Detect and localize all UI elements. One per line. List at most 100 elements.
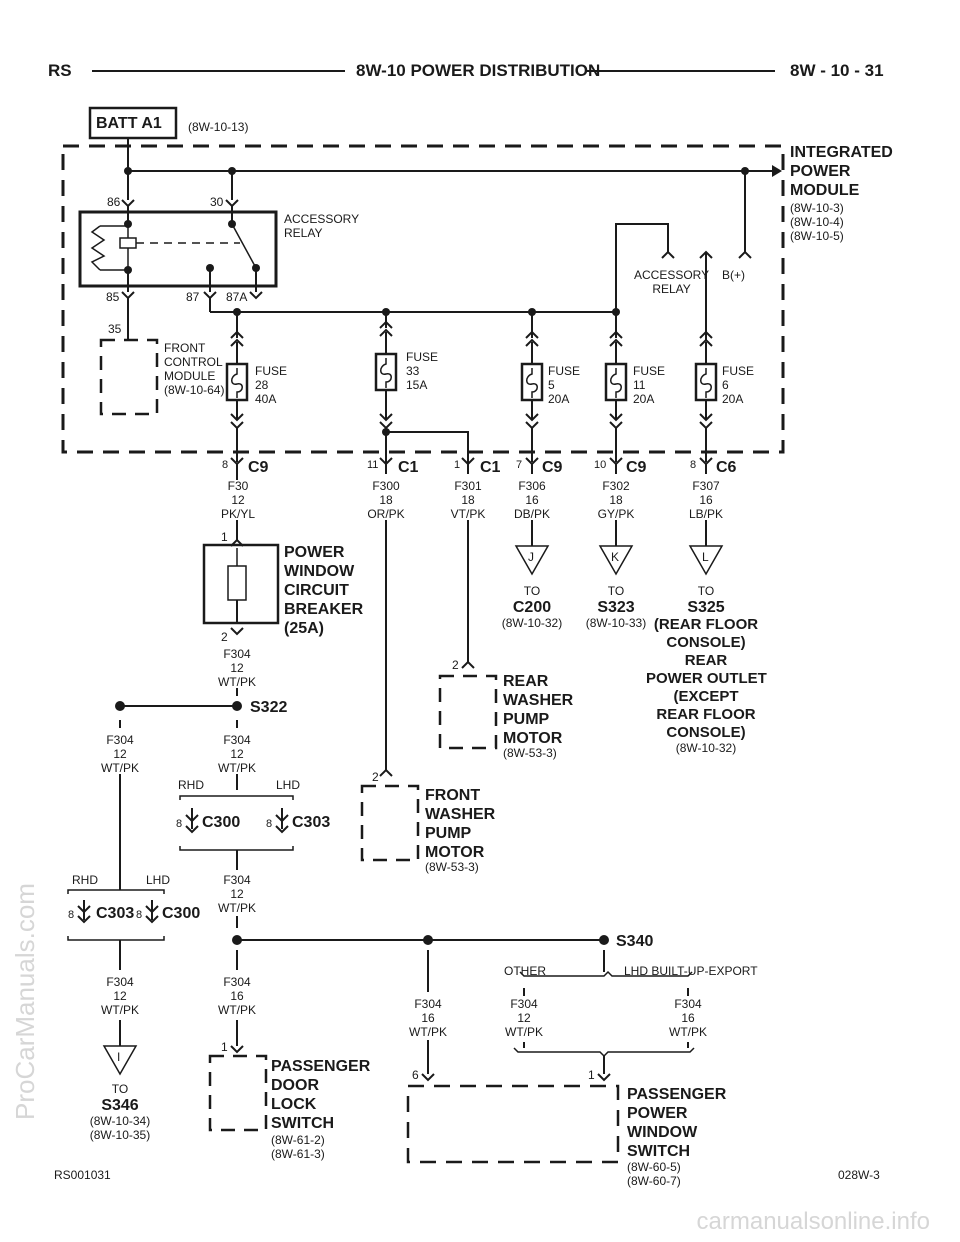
connector-chevron bbox=[609, 421, 623, 430]
connector-chevron bbox=[525, 330, 539, 339]
splice-dot bbox=[115, 701, 125, 711]
connector-c300: C300 bbox=[162, 905, 201, 922]
destination-s325: S325 bbox=[687, 599, 725, 616]
connector-chevron bbox=[230, 627, 244, 636]
page-title: 8W-10 POWER DISTRIBUTION bbox=[356, 61, 601, 80]
relay-feed-label: ACCESSORY RELAY bbox=[634, 268, 710, 296]
relay-pin-87: 87 bbox=[186, 290, 200, 304]
fuse-28-label: FUSE 28 40A bbox=[255, 364, 288, 406]
connector-name: C1 bbox=[398, 459, 419, 476]
option-bracket bbox=[179, 846, 294, 851]
connector-chevron bbox=[699, 413, 713, 422]
batt-box bbox=[88, 106, 178, 140]
connector-pin: 8 bbox=[222, 459, 229, 471]
fuse-element bbox=[526, 368, 538, 398]
wire-f301: F301 18 VT/PK bbox=[450, 479, 486, 521]
connector-chevron bbox=[77, 905, 91, 914]
connector-pin: 7 bbox=[516, 459, 523, 471]
ipm-title: INTEGRATED POWER MODULE bbox=[790, 144, 893, 199]
connector-name: C9 bbox=[626, 459, 647, 476]
destination-triangle bbox=[598, 545, 634, 576]
fuse-6-label: FUSE 6 20A bbox=[722, 364, 755, 406]
connector-name: C9 bbox=[542, 459, 563, 476]
wire-f304-left: F304 12 WT/PK bbox=[101, 733, 139, 775]
connector-chevron bbox=[230, 421, 244, 430]
figure-ref: 028W-3 bbox=[838, 1168, 880, 1182]
wire bbox=[386, 431, 469, 468]
option-rhd: RHD bbox=[72, 873, 98, 887]
destination-s325-ref: (8W-10-32) bbox=[675, 741, 737, 755]
option-lhd-export: LHD BUILT-UP-EXPORT bbox=[624, 964, 758, 978]
wire-f302: F302 18 GY/PK bbox=[597, 479, 635, 521]
bplus-label: B(+) bbox=[722, 268, 746, 282]
destination-triangle bbox=[102, 1045, 138, 1076]
connector-chevron bbox=[525, 338, 539, 347]
destination-c200: C200 bbox=[512, 599, 552, 616]
power-window-switch-label: PASSENGER POWER WINDOW SWITCH bbox=[627, 1086, 727, 1160]
connector-pin: 8 bbox=[690, 459, 697, 471]
circuit-breaker-element bbox=[227, 548, 247, 601]
connector-pin: 8 bbox=[266, 818, 273, 830]
figure-code: RS001031 bbox=[54, 1168, 111, 1182]
connector-chevron bbox=[461, 660, 475, 669]
door-lock-switch-dashed-box bbox=[208, 1054, 268, 1132]
option-bracket bbox=[513, 1047, 695, 1058]
relay-pin-86: 86 bbox=[107, 195, 121, 209]
connector-chevron bbox=[379, 320, 393, 329]
destination-to: TO bbox=[607, 584, 625, 598]
destination-to: TO bbox=[111, 1082, 129, 1096]
fuse-element bbox=[610, 368, 622, 398]
ipm-dashed-boundary bbox=[61, 144, 785, 454]
destination-to: TO bbox=[697, 584, 715, 598]
watermark-left: ProCarManuals.com bbox=[10, 883, 40, 1120]
destination-letter: I bbox=[117, 1050, 121, 1064]
connector-chevron bbox=[230, 330, 244, 339]
connector-chevron bbox=[525, 413, 539, 422]
fcm-label: FRONT CONTROL MODULE (8W-10-64) bbox=[164, 341, 225, 397]
circuit-breaker-label: POWER WINDOW CIRCUIT BREAKER (25A) bbox=[284, 544, 364, 637]
connector-chevron bbox=[609, 330, 623, 339]
junction bbox=[124, 167, 132, 175]
batt-label: BATT A1 bbox=[96, 115, 162, 132]
fuse-columns bbox=[225, 312, 718, 474]
front-washer-ref: (8W-53-3) bbox=[425, 860, 479, 874]
door-lock-switch-label: PASSENGER DOOR LOCK SWITCH bbox=[271, 1058, 371, 1132]
connector-chevron bbox=[699, 338, 713, 347]
relay-coil bbox=[119, 237, 137, 249]
option-bracket bbox=[67, 936, 165, 941]
fuse-element bbox=[231, 368, 243, 398]
wire-f304-c300: F304 12 WT/PK bbox=[218, 873, 256, 915]
connector-chevron bbox=[699, 250, 713, 259]
wire-f304-pws: F304 16 WT/PK bbox=[409, 997, 447, 1039]
destination-to: TO bbox=[523, 584, 541, 598]
destination-triangle bbox=[688, 545, 724, 576]
connector-chevron bbox=[525, 421, 539, 430]
relay-pin-85: 85 bbox=[106, 290, 120, 304]
connector-chevron bbox=[145, 905, 159, 914]
connector-c303: C303 bbox=[292, 814, 331, 831]
destination-letter: J bbox=[528, 550, 534, 564]
connector-pin: 10 bbox=[594, 459, 607, 471]
connector-chevron bbox=[275, 825, 289, 834]
connector-chevron bbox=[609, 413, 623, 422]
bus-arrow bbox=[772, 165, 782, 177]
wire-f304-cb: F304 12 WT/PK bbox=[218, 647, 256, 689]
cb-pin-top: 1 bbox=[221, 530, 228, 544]
page-number: 8W - 10 - 31 bbox=[790, 61, 884, 80]
connector-chevron bbox=[379, 413, 393, 422]
splice-dot bbox=[423, 935, 433, 945]
splice-dot bbox=[232, 701, 242, 711]
power-window-switch-ref: (8W-60-5) (8W-60-7) bbox=[627, 1160, 681, 1188]
wire-f30: F30 12 PK/YL bbox=[220, 479, 256, 521]
option-rhd: RHD bbox=[178, 778, 204, 792]
door-lock-switch-ref: (8W-61-2) (8W-61-3) bbox=[271, 1133, 325, 1161]
wire-f307: F307 16 LB/PK bbox=[688, 479, 724, 521]
fcm-dashed-box bbox=[99, 338, 159, 416]
connector-chevron bbox=[121, 199, 135, 208]
destination-letter: K bbox=[611, 550, 620, 564]
fuse-5-label: FUSE 5 20A bbox=[548, 364, 581, 406]
connector-chevron bbox=[203, 291, 217, 300]
connector-chevron bbox=[230, 1045, 244, 1054]
rear-washer-label: REAR WASHER PUMP MOTOR bbox=[503, 673, 574, 747]
destination-s323-ref: (8W-10-33) bbox=[585, 616, 647, 630]
